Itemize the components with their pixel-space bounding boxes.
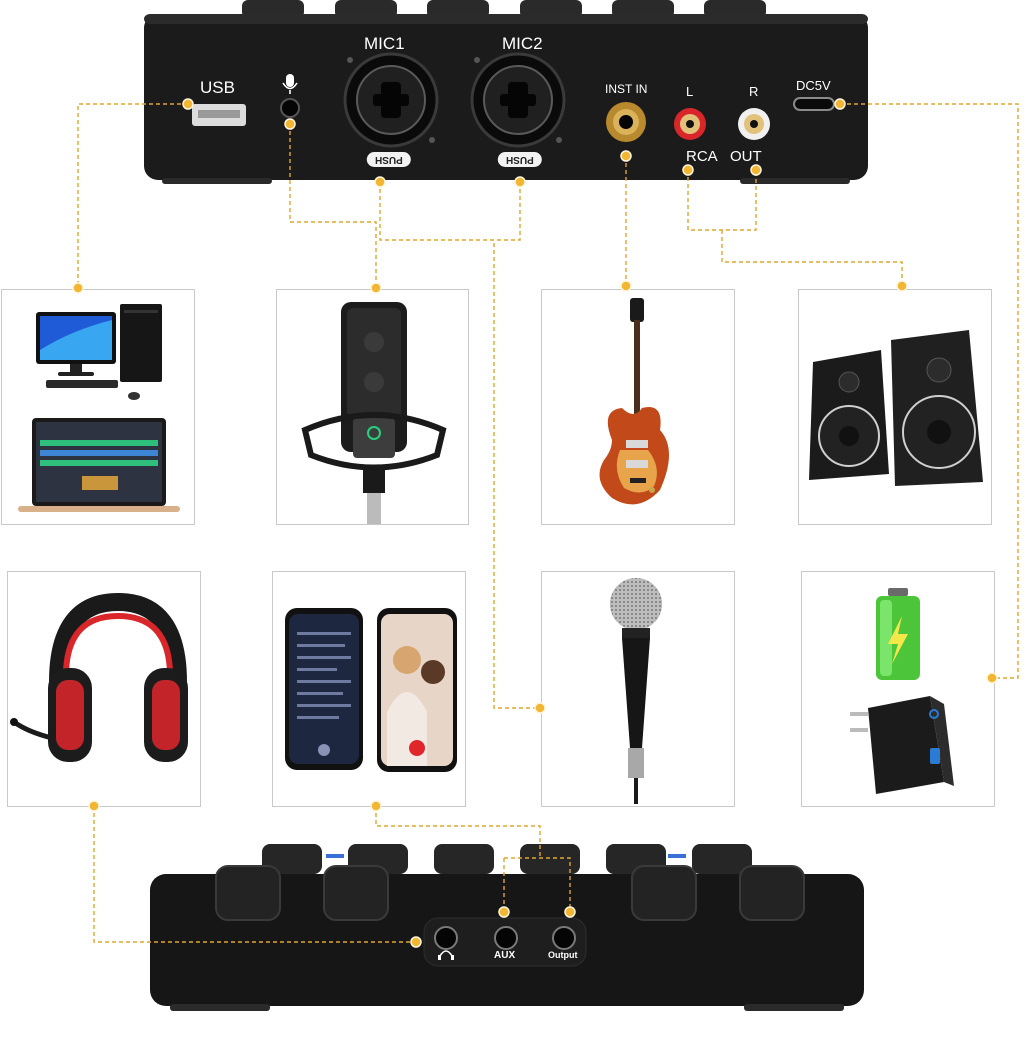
panel-condenser-mic [276,289,469,525]
panel-guitar [541,289,735,525]
inst-in-label: INST IN [605,82,648,96]
smartphones-image [285,608,457,772]
electric-guitar-image [599,298,669,505]
gaming-headset-image [10,592,188,762]
output-jack[interactable] [552,926,576,950]
audio-interface-bottom: AUX Output [148,838,866,1013]
mic-jack[interactable] [280,98,300,118]
condenser-microphone-image [301,302,447,524]
mic1-combo-jack[interactable] [343,52,439,148]
usb-label: USB [200,78,235,97]
audio-interface-top: USB MIC1 MIC2 PUSH PUSH INST IN L R RCA … [142,0,870,185]
aux-label: AUX [494,950,516,961]
audio-interface-bottom-body [150,844,864,1011]
dynamic-microphone-image [610,578,662,804]
computer-laptop-image [18,304,180,512]
panel-computer [1,289,195,525]
rca-left-jack[interactable] [674,108,706,140]
top-knobs [242,0,766,18]
rca-right-label: R [749,84,759,99]
mic2-label: MIC2 [502,34,543,53]
rca-right-jack[interactable] [738,108,770,140]
aux-jack[interactable] [494,926,518,950]
panel-charger [801,571,995,807]
mic1-push-tab[interactable]: PUSH [367,152,411,167]
inst-in-jack[interactable] [606,102,646,142]
mic2-push-tab[interactable]: PUSH [498,152,542,167]
microphone-symbol-icon [282,74,298,94]
battery-charger-image [850,588,954,794]
dc5v-port[interactable] [793,97,835,111]
wire-rca-speakers [687,170,903,286]
out-label: OUT [730,148,762,165]
headphone-symbol-icon [439,950,453,957]
panel-speakers [798,289,992,525]
rca-left-label: L [686,84,694,99]
wire-mic2 [494,182,521,241]
output-label: Output [548,950,578,960]
mic2-combo-jack[interactable] [470,52,566,148]
mic1-label: MIC1 [364,34,405,53]
panel-phones [272,571,466,807]
dc5v-label: DC5V [796,78,831,93]
speakers-image [809,330,983,486]
panel-headset [7,571,201,807]
rca-label: RCA [686,148,718,165]
panel-dynamic-mic [541,571,735,807]
headphone-jack[interactable] [434,926,458,950]
